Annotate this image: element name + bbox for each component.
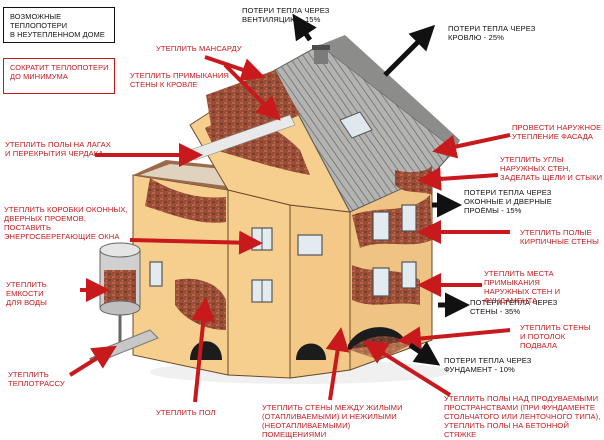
loss-ventilation-label: ПОТЕРИ ТЕПЛА ЧЕРЕЗ ВЕНТИЛЯЦИЮ - 15% bbox=[242, 6, 330, 24]
arrow-ventilation bbox=[292, 13, 317, 42]
legend-loss-label: ВОЗМОЖНЫЕ ТЕПЛОПОТЕРИ В НЕУТЕПЛЕННОМ ДОМ… bbox=[10, 12, 105, 39]
measure-attic-label: УТЕПЛИТЬ МАНСАРДУ bbox=[156, 44, 242, 53]
measure-floor-label: УТЕПЛИТЬ ПОЛ bbox=[156, 408, 216, 417]
attic-insulation bbox=[206, 70, 300, 150]
basement-arch-2 bbox=[296, 343, 326, 360]
roof-window bbox=[339, 111, 373, 139]
arrow-boxes bbox=[129, 230, 263, 255]
measure-junctions-label: УТЕПЛИТЬ МЕСТА ПРИМЫКАНИЯ НАРУЖНЫХ СТЕН … bbox=[484, 269, 561, 305]
left-wing-insulation bbox=[145, 178, 226, 223]
arrow-inner-walls bbox=[325, 327, 350, 401]
loss-foundation-label: ПОТЕРИ ТЕПЛА ЧЕРЕЗ ФУНДАМЕНТ - 10% bbox=[444, 356, 532, 374]
measure-tanks-label: УТЕПЛИТЬ ЕМКОСТИ ДЛЯ ВОДЫ bbox=[6, 280, 47, 307]
arrow-roof-joints bbox=[223, 63, 281, 121]
loss-windows-label: ПОТЕРИ ТЕПЛА ЧЕРЕЗ ОКОННЫЕ И ДВЕРНЫЕ ПРО… bbox=[464, 188, 552, 215]
loss-walls-label: ПОТЕРИ ТЕПЛА ЧЕРЕЗ СТЕНЫ - 35% bbox=[470, 298, 558, 316]
legend-loss-box bbox=[3, 7, 115, 43]
arrow-pipe bbox=[68, 345, 117, 377]
loss-roof-label: ПОТЕРИ ТЕПЛА ЧЕРЕЗ КРОВЛЮ - 25% bbox=[448, 24, 536, 42]
roof-ridge bbox=[320, 35, 460, 150]
measure-floors-lags-label: УТЕПЛИТЬ ПОЛЫ НА ЛАГАХ И ПЕРЕКРЫТИЯ ЧЕРД… bbox=[5, 140, 111, 158]
vent-cap bbox=[312, 45, 330, 50]
arrow-corners bbox=[417, 166, 499, 191]
arrow-attic bbox=[204, 55, 266, 82]
arrow-basement bbox=[397, 326, 511, 351]
vent-pipe bbox=[314, 48, 328, 64]
legend-measure-label: СОКРАТИТ ТЕПЛОПОТЕРИ ДО МИНИМУМА bbox=[10, 63, 109, 81]
arrow-foundation bbox=[408, 341, 441, 366]
red-arrows bbox=[68, 55, 511, 403]
measure-pipe-label: УТЕПЛИТЬ ТЕПЛОТРАССУ bbox=[8, 370, 65, 388]
measure-hollow-label: УТЕПЛИТЬ ПОЛЫЕ КИРПИЧНЫЕ СТЕНЫ bbox=[520, 228, 599, 246]
arrow-facade bbox=[432, 133, 511, 159]
legend-measure-box bbox=[3, 58, 115, 94]
measure-roof-joints-label: УТЕПЛИТЬ ПРИМЫКАНИЯ СТЕНЫ К КРОВЛЕ bbox=[130, 71, 230, 89]
measure-ventilated-floors-label: УТЕПЛИТЬ ПОЛЫ НАД ПРОДУВАЕМЫМИ ПРОСТРАНС… bbox=[444, 394, 601, 439]
arrow-floor bbox=[191, 297, 216, 403]
measure-boxes-label: УТЕПЛИТЬ КОРОБКИ ОКОННЫХ, ДВЕРНЫХ ПРОЕМО… bbox=[4, 205, 128, 241]
arrow-ventilated-floors bbox=[363, 340, 452, 397]
black-arrows bbox=[292, 13, 470, 366]
measure-inner-walls-label: УТЕПЛИТЬ СТЕНЫ МЕЖДУ ЖИЛЫМИ (ОТАПЛИВАЕМЫ… bbox=[262, 403, 403, 439]
measure-facade-label: ПРОВЕСТИ НАРУЖНОЕ УТЕПЛЕНИЕ ФАСАДА bbox=[512, 123, 602, 141]
measure-corners-label: УТЕПЛИТЬ УГЛЫ НАРУЖНЫХ СТЕН, ЗАДЕЛАТЬ ЩЕ… bbox=[500, 155, 603, 182]
arrow-roof bbox=[383, 24, 436, 77]
measure-basement-label: УТЕПЛИТЬ СТЕНЫ И ПОТОЛОК ПОДВАЛА bbox=[520, 323, 591, 350]
